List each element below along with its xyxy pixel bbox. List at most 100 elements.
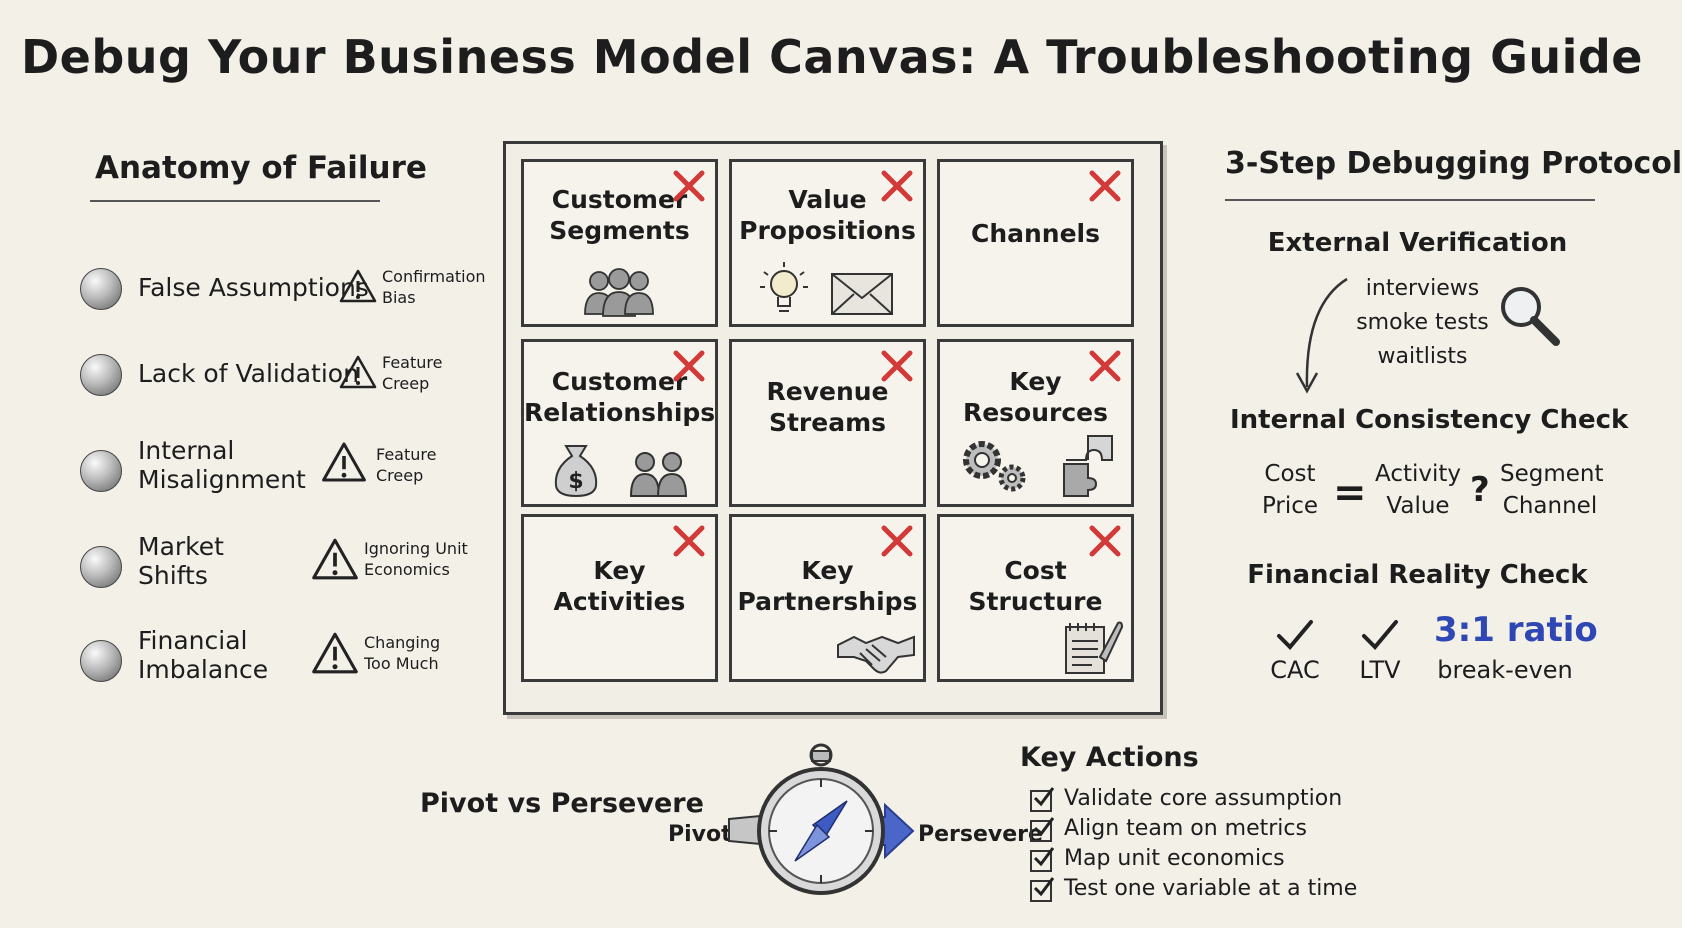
- x-mark-icon: [1089, 350, 1121, 382]
- x-mark-icon: [1089, 170, 1121, 202]
- canvas-cell-key-resources: Key Resources: [937, 339, 1134, 507]
- people-icon: [584, 268, 654, 317]
- cell-label: Customer Relationships: [524, 367, 716, 427]
- failure-label: Financial Imbalance: [138, 626, 269, 684]
- bullet-icon: [80, 546, 122, 588]
- ratio-value: 3:1 ratio: [1434, 610, 1598, 650]
- failure-label: Lack of Validation: [138, 359, 359, 388]
- cell-label: Key Partnerships: [737, 556, 918, 616]
- warning-icon: [312, 538, 358, 580]
- gears-icon: [963, 435, 1113, 497]
- persevere-label: Persevere: [918, 822, 1043, 847]
- break-even-label: break-even: [1437, 656, 1573, 684]
- key-actions-title: Key Actions: [1020, 742, 1199, 773]
- pivot-label: Pivot: [668, 822, 732, 847]
- cell-label: Revenue Streams: [766, 377, 889, 437]
- warning-icon: [312, 632, 358, 674]
- cell-label: Value Propositions: [739, 185, 916, 245]
- failure-label: False Assumptions: [138, 273, 369, 302]
- failure-item: Market Shifts Ignoring Unit Economics: [80, 532, 480, 608]
- warning-label: Confirmation Bias: [382, 267, 486, 307]
- external-verification-list: interviews smoke tests waitlists: [1350, 272, 1495, 374]
- anatomy-heading: Anatomy of Failure: [95, 150, 427, 186]
- pivot-title: Pivot vs Persevere: [420, 788, 704, 819]
- internal-consistency-title: Internal Consistency Check: [1230, 405, 1629, 435]
- compass-icon: [728, 743, 915, 895]
- cell-label: Cost Structure: [968, 556, 1103, 616]
- x-mark-icon: [881, 525, 913, 557]
- x-mark-icon: [881, 170, 913, 202]
- failure-item: False Assumptions Confirmation Bias: [80, 267, 486, 332]
- protocol-underline: [1225, 199, 1595, 201]
- failure-label: Internal Misalignment: [138, 436, 306, 494]
- down-arrow-icon: [1295, 277, 1348, 394]
- x-mark-icon: [673, 170, 705, 202]
- canvas-cell-channels: Channels: [937, 159, 1134, 327]
- canvas-cell-key-activities: Key Activities: [521, 514, 718, 682]
- verification-item: waitlists: [1377, 344, 1468, 369]
- external-verification-title: External Verification: [1267, 228, 1568, 258]
- warning-label: Feature Creep: [382, 353, 443, 393]
- failure-label: Market Shifts: [138, 532, 224, 590]
- check-icon: [1362, 620, 1398, 650]
- cell-label: Key Activities: [553, 556, 686, 616]
- canvas-cell-value-propositions: Value Propositions: [729, 159, 926, 327]
- cell-label: Customer Segments: [549, 185, 690, 245]
- checkbox-checked-icon: [1030, 880, 1052, 902]
- verification-item: smoke tests: [1356, 310, 1489, 335]
- warning-label: Ignoring Unit Economics: [364, 539, 468, 579]
- action-label: Align team on metrics: [1064, 816, 1307, 841]
- canvas-cell-key-partnerships: Key Partnerships: [729, 514, 926, 682]
- check-icon: [1033, 787, 1055, 807]
- handshake-icon: [837, 635, 915, 674]
- segment-channel-label: Segment Channel: [1500, 461, 1604, 519]
- check-icon: [1277, 620, 1313, 650]
- checkbox-checked-icon: [1030, 820, 1052, 842]
- financial-reality-title: Financial Reality Check: [1247, 560, 1588, 590]
- action-label: Validate core assumption: [1064, 786, 1343, 811]
- warning-icon: [339, 355, 377, 389]
- page-title: Debug Your Business Model Canvas: A Trou…: [20, 30, 1643, 84]
- canvas-cell-customer-relationships: Customer Relationships $: [521, 339, 718, 507]
- checkbox-checked-icon: [1030, 790, 1052, 812]
- magnifier-icon: [1501, 287, 1560, 346]
- warning-icon: [322, 442, 366, 482]
- cost-price-label: Cost Price: [1261, 461, 1319, 519]
- cell-label: Key Resources: [962, 367, 1109, 427]
- failure-item: Financial Imbalance Changing Too Much: [80, 626, 480, 704]
- cac-label: CAC: [1270, 656, 1320, 684]
- svg-text:$: $: [568, 469, 583, 494]
- equals-sign: =: [1333, 470, 1367, 516]
- canvas-cell-revenue-streams: Revenue Streams: [729, 339, 926, 507]
- bullet-icon: [80, 354, 122, 396]
- cell-label: Channels: [970, 219, 1101, 248]
- check-icon: [1033, 877, 1055, 897]
- verification-item: interviews: [1365, 276, 1480, 301]
- check-icon: [1033, 817, 1055, 837]
- bullet-icon: [80, 450, 122, 492]
- warning-label: Changing Too Much: [364, 633, 441, 673]
- x-mark-icon: [673, 350, 705, 382]
- x-mark-icon: [1089, 525, 1121, 557]
- activity-value-label: Activity Value: [1374, 461, 1461, 519]
- bullet-icon: [80, 640, 122, 682]
- lightbulb-icon: [760, 262, 893, 315]
- protocol-heading: 3-Step Debugging Protocol: [1225, 146, 1682, 181]
- ltv-label: LTV: [1359, 656, 1401, 684]
- bullet-icon: [80, 268, 122, 310]
- checkbox-checked-icon: [1030, 850, 1052, 872]
- action-label: Test one variable at a time: [1064, 876, 1358, 901]
- canvas-cell-cost-structure: Cost Structure: [937, 514, 1134, 682]
- anatomy-underline: [90, 200, 380, 202]
- question-mark: ?: [1470, 470, 1490, 510]
- warning-icon: [339, 269, 377, 303]
- notepad-icon: [1065, 621, 1124, 674]
- warning-label: Feature Creep: [376, 445, 437, 485]
- money-bag-icon: $: [554, 445, 688, 498]
- failure-item: Lack of Validation Feature Creep: [80, 353, 480, 418]
- x-mark-icon: [881, 350, 913, 382]
- canvas-cell-customer-segments: Customer Segments: [521, 159, 718, 327]
- canvas-board: Customer Segments Value Propositions Ch: [503, 141, 1163, 715]
- check-icon: [1033, 847, 1055, 867]
- failure-item: Internal Misalignment Feature Creep: [80, 436, 480, 512]
